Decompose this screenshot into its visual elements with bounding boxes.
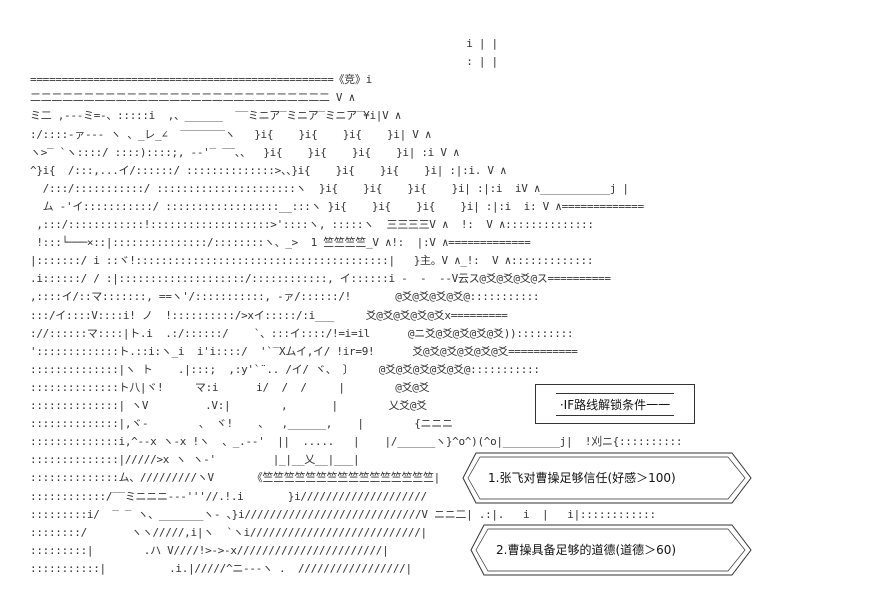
ascii-art-line: :::/イ::::V::::i! ノ !::::::::::/>xイ:::::/… bbox=[30, 308, 508, 322]
ascii-art-line: ::::::::::::::ト八|ヾ! マ:i i/ / / | @爻@爻 bbox=[30, 380, 430, 394]
ascii-art-line: ,::::イ/::マ:::::::, ==ヽ'/:::::::::::, ‐ァ/… bbox=[30, 290, 540, 304]
ascii-art-line: !:::└───×::|:::::::::::::::/::::::::ヽ、_>… bbox=[30, 236, 531, 250]
ascii-art-line: ::::::::::::::|ヽ ト .|:::; ,:y'`¨.. /イ/ ヾ… bbox=[30, 362, 540, 376]
ascii-art-line: :/::::-ァ--- ヽ 、_レ_∠ ‾‾‾‾‾‾‾ヽ }i{ }i{ }i{… bbox=[30, 127, 432, 141]
ascii-art-line: .i::::::/ / :|::::::::::::::::::::/:::::… bbox=[30, 272, 611, 286]
ascii-art-line: :::::::::::| .i.|/////^ニ‐‐‐ヽ . /////////… bbox=[30, 561, 412, 575]
ascii-art-line: ミ二 ,--‐ミ=-、:::::i ,、______ ‾‾ミニア‾ミニア‾ミニア… bbox=[30, 109, 402, 123]
ascii-art-line: ::::::::/ ヽヽ/////,i|ヽ `ヽi///////////////… bbox=[30, 525, 427, 539]
ascii-art-line: : | | bbox=[30, 55, 498, 69]
route-unlock-label: ·IF路线解锁条件一一 bbox=[535, 384, 695, 424]
ascii-art-line: ::::::::::::/‾‾ミニニニ-‐‐'''//.!.i }i//////… bbox=[30, 489, 427, 503]
ascii-art-line: ::::::::::::::| ヽV .V:| , | 乂爻@爻 bbox=[30, 399, 427, 412]
ascii-art-line: ム -'イ:::::::::::/ ::::::::::::::::::__::… bbox=[30, 199, 644, 213]
ascii-art-line: ::::::::::::::|/////>x ヽ ヽ‐' |_|__乂__|__… bbox=[30, 453, 360, 467]
ascii-art-line: ヽ>‾ `ヽ::::/ ::::)::::;, -‐'‾ ‾‾、、 }i{ }i… bbox=[30, 145, 460, 159]
ascii-art-line: ,:::/::::::::::::!:::::::::::::::::::>':… bbox=[30, 218, 594, 231]
choice-text-2: 2.曹操具备足够的道德(道德＞60) bbox=[496, 543, 677, 557]
ascii-art-line: ^}i{ /:::,...イ/::::::/ ::::::::::::::>、、… bbox=[30, 163, 507, 177]
ascii-art-line: :::::::::| .ハ V////!>‐>‐x///////////////… bbox=[30, 543, 389, 557]
choice-text-1: 1.张飞对曹操足够信任(好感＞100) bbox=[488, 471, 676, 485]
ascii-art-line: /:::/:::::::::::/ ::::::::::::::::::::::… bbox=[30, 181, 629, 195]
route-unlock-text: ·IF路线解锁条件一一 bbox=[555, 392, 675, 416]
ascii-art-line: 二二二二二二二二二二二二二二二二二二二二二二二二二二二二 V ∧ bbox=[30, 91, 355, 105]
choice-frame-2 bbox=[470, 524, 752, 576]
ascii-art-line: i | | bbox=[30, 37, 498, 50]
ascii-art-line: ':::::::::::::ト.::i:ヽ_i i'i::::/ '`‾Xムイ,… bbox=[30, 344, 578, 358]
choice-option-1[interactable]: 1.张飞对曹操足够信任(好感＞100) bbox=[462, 452, 752, 504]
ascii-art-line: ::::::::::::::|,ヾ- 、 ヾ! 、 ,______, | {ニニ… bbox=[30, 417, 453, 431]
ascii-art-line: ::::::::::::::ム、/////////ヽV 《竺竺竺竺竺竺竺竺竺竺竺… bbox=[30, 471, 440, 485]
ascii-art-line: ========================================… bbox=[30, 73, 372, 87]
ascii-art-line: |:::::::/ i ::ヾ!::::::::::::::::::::::::… bbox=[30, 254, 594, 268]
ascii-art-line: ://::::::マ::::|ト.i .:/::::::/ `、:::イ::::… bbox=[30, 326, 574, 340]
ascii-art-line: :::::::::i/ ‾ ‾ ヽ、_______ヽ- 、}i/////////… bbox=[30, 507, 656, 521]
ascii-art-line: ::::::::::::::i,^‐-x ヽ‐x !ヽ 、_.-‐' || ..… bbox=[30, 435, 683, 449]
choice-frame-1 bbox=[462, 452, 752, 504]
choice-option-2[interactable]: 2.曹操具备足够的道德(道德＞60) bbox=[470, 524, 752, 576]
